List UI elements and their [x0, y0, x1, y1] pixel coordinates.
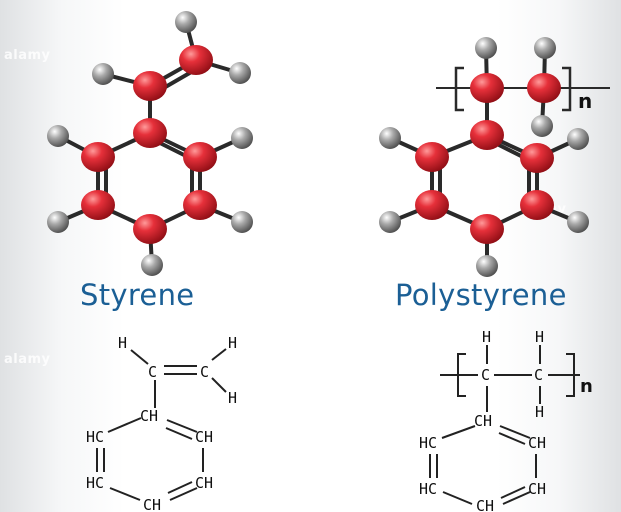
polystyrene-hydrogen-atoms — [379, 37, 589, 277]
atom-label-ch: CH — [476, 497, 494, 512]
watermark: alamy — [4, 48, 51, 63]
styrene-structural-bonds — [96, 348, 227, 501]
atom-label-h: H — [118, 334, 127, 352]
atom-label-hc: HC — [86, 428, 104, 446]
atom-label-c: C — [148, 363, 157, 381]
atom-label-hc: HC — [86, 474, 104, 492]
styrene-title: Styrene — [80, 278, 195, 312]
atom-label-c: C — [534, 366, 543, 384]
polystyrene-structural-labels: H H C C H CH HC CH HC CH CH — [419, 328, 546, 512]
atom-label-h: H — [228, 334, 237, 352]
atom-label-ch: CH — [528, 434, 546, 452]
atom-label-ch: CH — [195, 428, 213, 446]
atom-label-ch: CH — [140, 407, 158, 425]
atom-label-ch: CH — [474, 412, 492, 430]
atom-label-h: H — [228, 389, 237, 407]
watermark: alamy — [4, 352, 51, 367]
atom-label-h: H — [535, 328, 544, 346]
atom-label-ch: CH — [143, 496, 161, 512]
atom-label-h: H — [535, 403, 544, 421]
polymer-subscript-n: n — [580, 376, 593, 397]
atom-label-ch: CH — [528, 480, 546, 498]
polystyrene-title: Polystyrene — [395, 278, 567, 312]
styrene-structural-labels: H C C H H CH HC CH HC CH CH — [86, 334, 237, 512]
styrene-hydrogen-atoms — [47, 11, 253, 276]
atom-label-c: C — [481, 366, 490, 384]
polymer-subscript-n: n — [578, 89, 592, 113]
atom-label-c: C — [200, 363, 209, 381]
atom-label-h: H — [482, 328, 491, 346]
atom-label-hc: HC — [419, 480, 437, 498]
atom-label-hc: HC — [419, 434, 437, 452]
atom-label-ch: CH — [195, 474, 213, 492]
polystyrene-structural-bonds — [429, 345, 580, 505]
styrene-carbon-atoms — [81, 45, 217, 244]
polystyrene-carbon-atoms — [415, 73, 561, 244]
